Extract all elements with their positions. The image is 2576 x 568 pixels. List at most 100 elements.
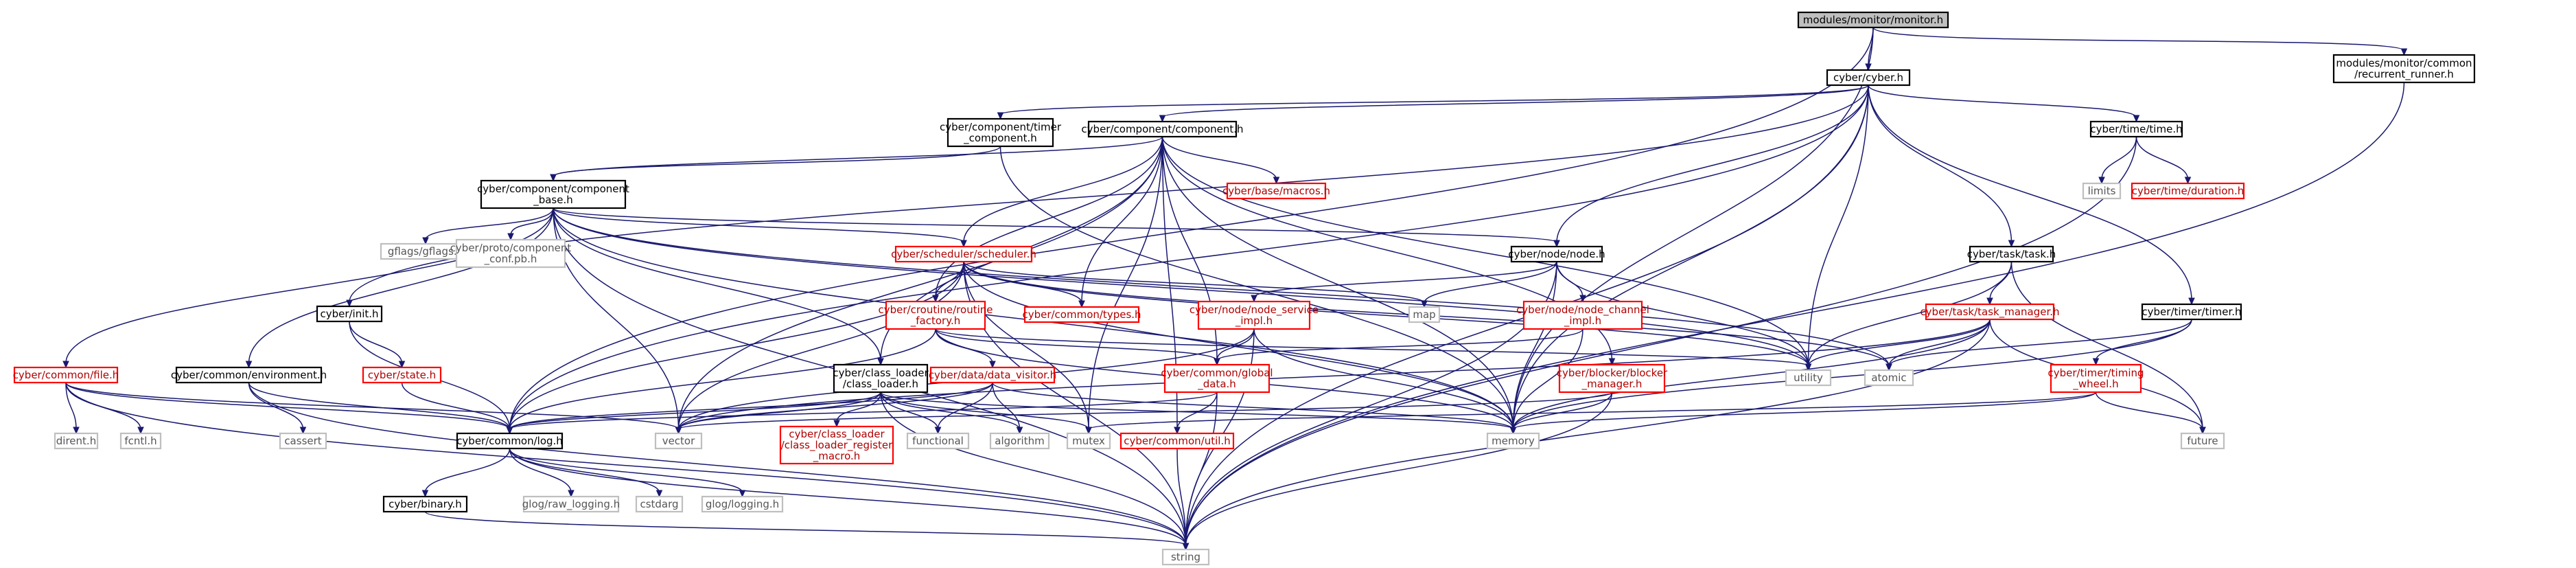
edge-scheduler-to-log <box>509 261 964 430</box>
edge-class_loader-to-log <box>509 391 881 430</box>
node-box <box>175 366 323 384</box>
edge-common_file-to-string <box>65 382 1187 546</box>
node-comp-base[interactable]: cyber/component/component_base.h <box>477 179 629 209</box>
node-timing-wheel[interactable]: cyber/timer/timing_wheel.h <box>2047 363 2144 394</box>
arrowhead-task_manager-to-utility <box>1805 363 1812 372</box>
edge-comp_base-to-proto_conf <box>510 207 554 236</box>
edge-component-to-utility <box>1161 136 1809 367</box>
node-box <box>1087 120 1238 138</box>
edge-scheduler-to-mutex <box>963 261 1089 430</box>
edge-component-to-macros <box>1161 136 1277 180</box>
node-node-service[interactable]: cyber/node/node_service_impl.h <box>1190 300 1319 330</box>
arrowhead-component-to-comp_base <box>550 174 557 182</box>
node-box <box>1925 303 2055 321</box>
node-routine-factory[interactable]: cyber/croutine/routine_factory.h <box>878 300 993 330</box>
node-string: string <box>1161 548 1210 566</box>
node-common-file[interactable]: cyber/common/file.h <box>13 366 119 384</box>
node-node-channel[interactable]: cyber/node/node_channel_impl.h <box>1516 300 1649 330</box>
edge-comp_base-to-atomic <box>553 207 1890 367</box>
node-label: cstdarg <box>640 498 678 510</box>
edge-cyber-to-time <box>1868 84 2137 118</box>
node-box <box>1119 432 1235 450</box>
arrowhead-data_visitor-to-functional <box>934 427 942 435</box>
node-label: cyber/component/timer <box>940 121 1062 133</box>
node-box <box>119 432 162 450</box>
edge-recurrent-to-string <box>1185 82 2405 546</box>
arrowhead-comp_base-to-class_loader <box>877 358 884 366</box>
node-label: cyber/blocker/blocker <box>1557 367 1668 379</box>
edge-comp_base-to-common_file <box>65 207 554 364</box>
node-fcntl: fcntl.h <box>119 432 162 450</box>
node-class-loader[interactable]: cyber/class_loader/class_loader.h <box>833 363 929 394</box>
arrowhead-comp_base-to-proto_conf <box>507 233 514 241</box>
node-label: vector <box>662 435 695 447</box>
arrowhead-cyber-to-timer_comp <box>997 112 1004 120</box>
node-label: cyber/common/environment.h <box>171 369 327 381</box>
node-label: cyber/proto/component <box>450 242 572 254</box>
edge-common_file-to-vector <box>65 382 680 430</box>
node-label: _impl.h <box>1235 315 1273 328</box>
node-box <box>382 495 468 513</box>
edge-component-to-comp_base <box>553 136 1163 177</box>
node-label: cyber/class_loader <box>789 428 885 441</box>
arrowhead-time-to-limits <box>2098 177 2105 185</box>
edge-routine_factory-to-global_data <box>935 328 1218 361</box>
arrowhead-task-to-task_manager <box>1986 297 1993 306</box>
node-box <box>1023 306 1140 323</box>
arrowhead-time-to-duration <box>2184 177 2192 185</box>
edge-comp_base-to-environment <box>248 207 554 364</box>
edge-global_data-to-log <box>509 391 1218 430</box>
node-label: future <box>2187 435 2218 447</box>
node-box <box>1226 182 1327 200</box>
node-state[interactable]: cyber/state.h <box>362 366 442 384</box>
edge-log-to-glog_logging <box>509 448 743 493</box>
edge-environment-to-string <box>248 382 1187 546</box>
arrowhead-environment-to-cassert <box>299 427 307 435</box>
node-timer-comp[interactable]: cyber/component/timer_component.h <box>940 117 1062 148</box>
node-node[interactable]: cyber/node/node.h <box>1508 245 1605 263</box>
node-mutex: mutex <box>1066 432 1111 450</box>
node-label: cyber/state.h <box>368 369 436 381</box>
node-cyber[interactable]: cyber/cyber.h <box>1826 69 1911 87</box>
node-component[interactable]: cyber/component/component.h <box>1081 120 1244 138</box>
edge-task_manager-to-utility <box>1807 319 1991 367</box>
node-root[interactable]: modules/monitor/monitor.h <box>1797 11 1949 29</box>
edge-node_service-to-memory <box>1253 328 1514 430</box>
arrowhead-init-to-state <box>398 361 406 369</box>
node-task[interactable]: cyber/task/task.h <box>1967 245 2056 263</box>
node-label: _manager.h <box>1581 378 1643 391</box>
node-label: cyber/base/macros.h <box>1222 185 1330 197</box>
node-task-manager[interactable]: cyber/task/task_manager.h <box>1920 303 2060 321</box>
edge-comp_base-to-gflags <box>425 207 554 240</box>
node-time[interactable]: cyber/time/time.h <box>2089 120 2183 138</box>
node-data-visitor[interactable]: cyber/data/data_visitor.h <box>929 366 1056 384</box>
node-common-types[interactable]: cyber/common/types.h <box>1022 306 1141 323</box>
node-duration[interactable]: cyber/time/duration.h <box>2131 182 2245 200</box>
node-label: algorithm <box>995 435 1044 447</box>
node-init[interactable]: cyber/init.h <box>316 305 383 323</box>
node-recurrent[interactable]: modules/monitor/common/recurrent_runner.… <box>2332 54 2476 84</box>
edge-timing_wheel-to-memory <box>1512 391 2097 430</box>
node-global-data[interactable]: cyber/common/global_data.h <box>1161 363 1273 394</box>
node-environment[interactable]: cyber/common/environment.h <box>171 366 327 384</box>
arrowhead-timing_wheel-to-memory <box>1509 427 1517 435</box>
edge-component-to-mutex <box>1088 136 1163 430</box>
node-macros[interactable]: cyber/base/macros.h <box>1222 182 1330 200</box>
node-box <box>13 366 119 384</box>
node-blocker-mgr[interactable]: cyber/blocker/blocker_manager.h <box>1557 363 1668 394</box>
node-common-util[interactable]: cyber/common/util.h <box>1119 432 1235 450</box>
node-timer[interactable]: cyber/timer/timer.h <box>2141 303 2242 321</box>
node-box <box>1797 11 1949 29</box>
edge-node-to-node_service <box>1253 261 1557 298</box>
node-scheduler[interactable]: cyber/scheduler/scheduler.h <box>891 245 1036 263</box>
edge-environment-to-cassert <box>248 382 304 430</box>
node-label: atomic <box>1871 372 1906 384</box>
node-binary[interactable]: cyber/binary.h <box>382 495 468 513</box>
node-log[interactable]: cyber/common/log.h <box>456 432 564 450</box>
node-limits: limits <box>2082 182 2122 200</box>
node-box <box>2131 182 2245 200</box>
node-label: cyber/common/types.h <box>1022 308 1141 321</box>
node-cl-register[interactable]: cyber/class_loader/class_loader_register… <box>779 425 894 465</box>
edge-routine_factory-to-utility <box>935 328 1809 367</box>
